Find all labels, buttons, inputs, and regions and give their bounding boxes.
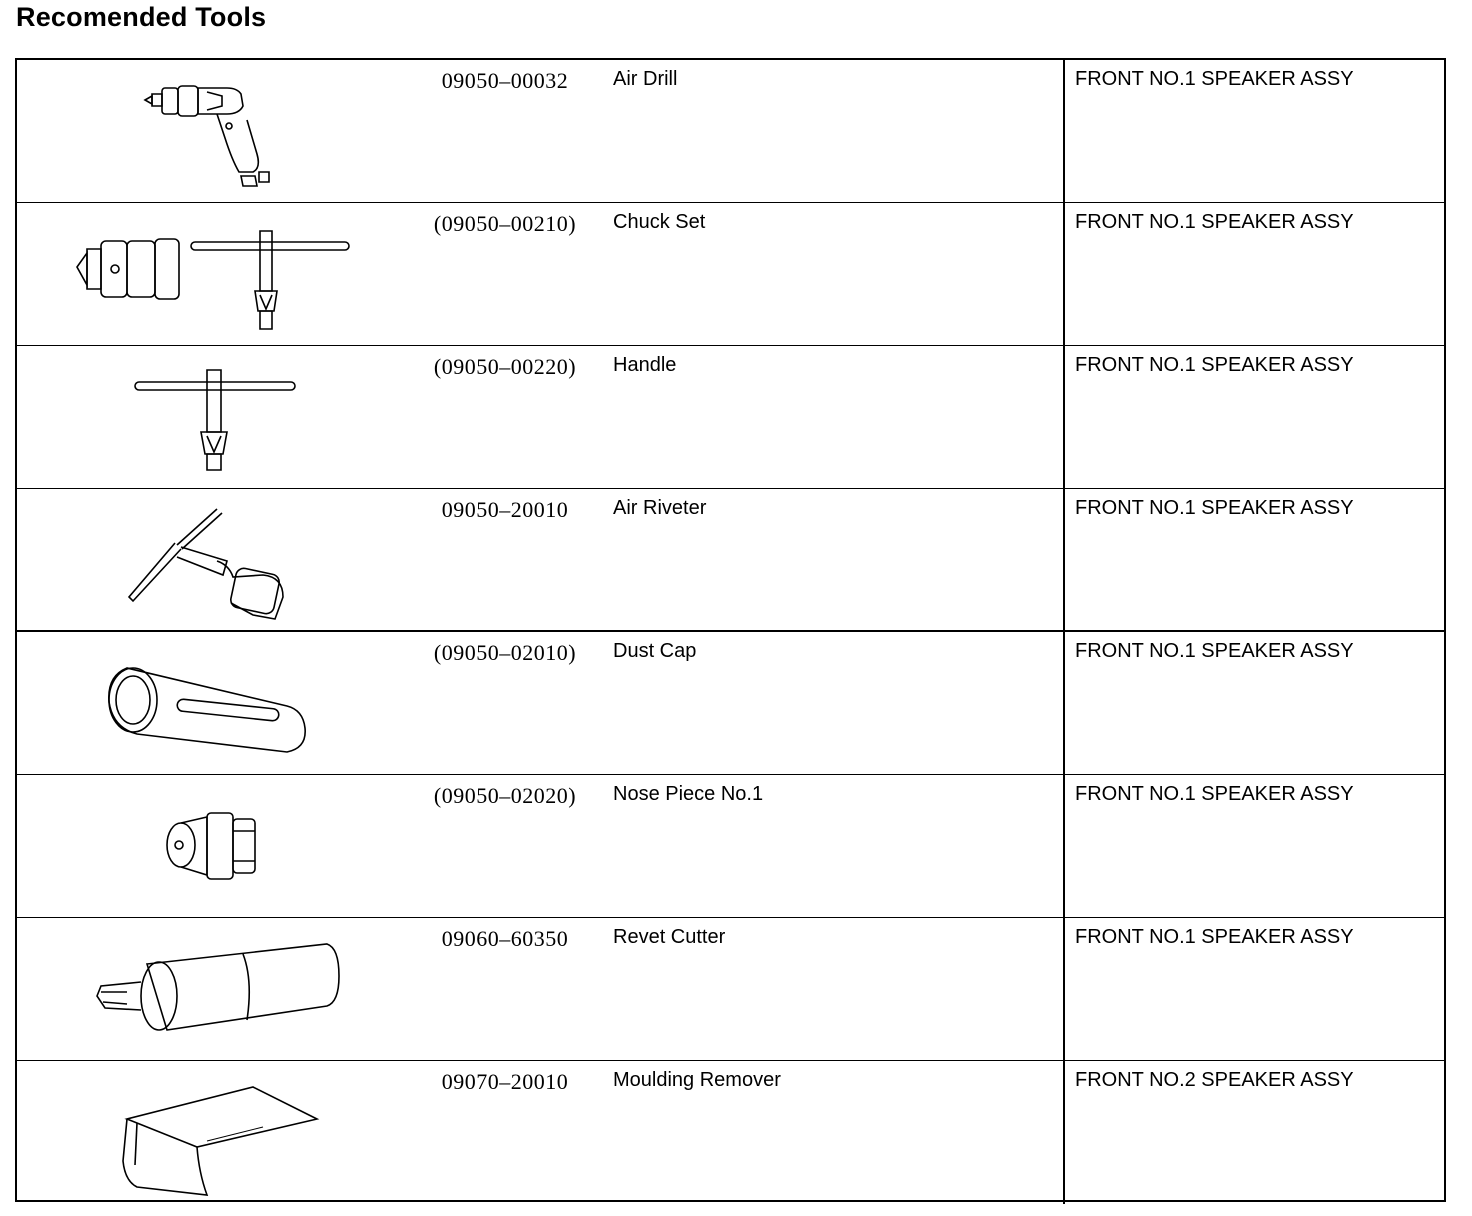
tool-name: Nose Piece No.1: [613, 783, 764, 805]
part-number: 09070–20010: [441, 1069, 569, 1094]
part-number: (09050–00220): [433, 354, 577, 379]
tools-table: 09050–00032 Air Drill FRONT NO.1 SPEAKER…: [15, 58, 1446, 1204]
part-number: (09050–02010): [433, 640, 577, 665]
column-divider: [1063, 60, 1065, 202]
table-row: 09060–60350 Revet Cutter FRONT NO.1 SPEA…: [17, 918, 1444, 1061]
chuck-set-icon: [57, 211, 417, 339]
tool-name: Revet Cutter: [613, 926, 726, 948]
tool-name: Dust Cap: [613, 640, 697, 662]
table-row: (09050–02020) Nose Piece No.1 FRONT NO.1…: [17, 775, 1444, 918]
part-number: 09050–00032: [441, 68, 569, 93]
handle-icon: [57, 354, 417, 482]
usage-text: FRONT NO.1 SPEAKER ASSY: [1075, 497, 1354, 519]
table-row: 09050–20010 Air Riveter FRONT NO.1 SPEAK…: [17, 489, 1444, 632]
column-divider: [1063, 489, 1065, 630]
moulding-remover-icon: [57, 1069, 417, 1197]
table-row: (09050–00210) Chuck Set FRONT NO.1 SPEAK…: [17, 203, 1444, 346]
column-divider: [1063, 1061, 1065, 1204]
column-divider: [1063, 632, 1065, 774]
part-number: (09050–02020): [433, 783, 577, 808]
dust-cap-icon: [57, 640, 417, 768]
usage-text: FRONT NO.2 SPEAKER ASSY: [1075, 1069, 1354, 1091]
column-divider: [1063, 203, 1065, 345]
usage-text: FRONT NO.1 SPEAKER ASSY: [1075, 926, 1354, 948]
usage-text: FRONT NO.1 SPEAKER ASSY: [1075, 783, 1354, 805]
column-divider: [1063, 775, 1065, 917]
usage-text: FRONT NO.1 SPEAKER ASSY: [1075, 68, 1354, 90]
table-row: 09070–20010 Moulding Remover FRONT NO.2 …: [17, 1061, 1444, 1204]
tool-name: Air Drill: [613, 68, 678, 90]
air-riveter-icon: [57, 497, 417, 625]
part-number: (09050–00210): [433, 211, 577, 236]
rivet-cutter-icon: [57, 926, 417, 1054]
nose-piece-icon: [57, 783, 417, 911]
tool-name: Moulding Remover: [613, 1069, 781, 1091]
air-drill-icon: [57, 68, 417, 196]
column-divider: [1063, 918, 1065, 1060]
page-title: Recomended Tools: [16, 2, 267, 32]
usage-text: FRONT NO.1 SPEAKER ASSY: [1075, 211, 1354, 233]
table-row: (09050–00220) Handle FRONT NO.1 SPEAKER …: [17, 346, 1444, 489]
tool-name: Air Riveter: [613, 497, 707, 519]
table-row: 09050–00032 Air Drill FRONT NO.1 SPEAKER…: [17, 60, 1444, 203]
tool-name: Chuck Set: [613, 211, 706, 233]
column-divider: [1063, 346, 1065, 488]
table-row: (09050–02010) Dust Cap FRONT NO.1 SPEAKE…: [17, 632, 1444, 775]
tool-name: Handle: [613, 354, 677, 376]
usage-text: FRONT NO.1 SPEAKER ASSY: [1075, 354, 1354, 376]
part-number: 09050–20010: [441, 497, 569, 522]
usage-text: FRONT NO.1 SPEAKER ASSY: [1075, 640, 1354, 662]
part-number: 09060–60350: [441, 926, 569, 951]
